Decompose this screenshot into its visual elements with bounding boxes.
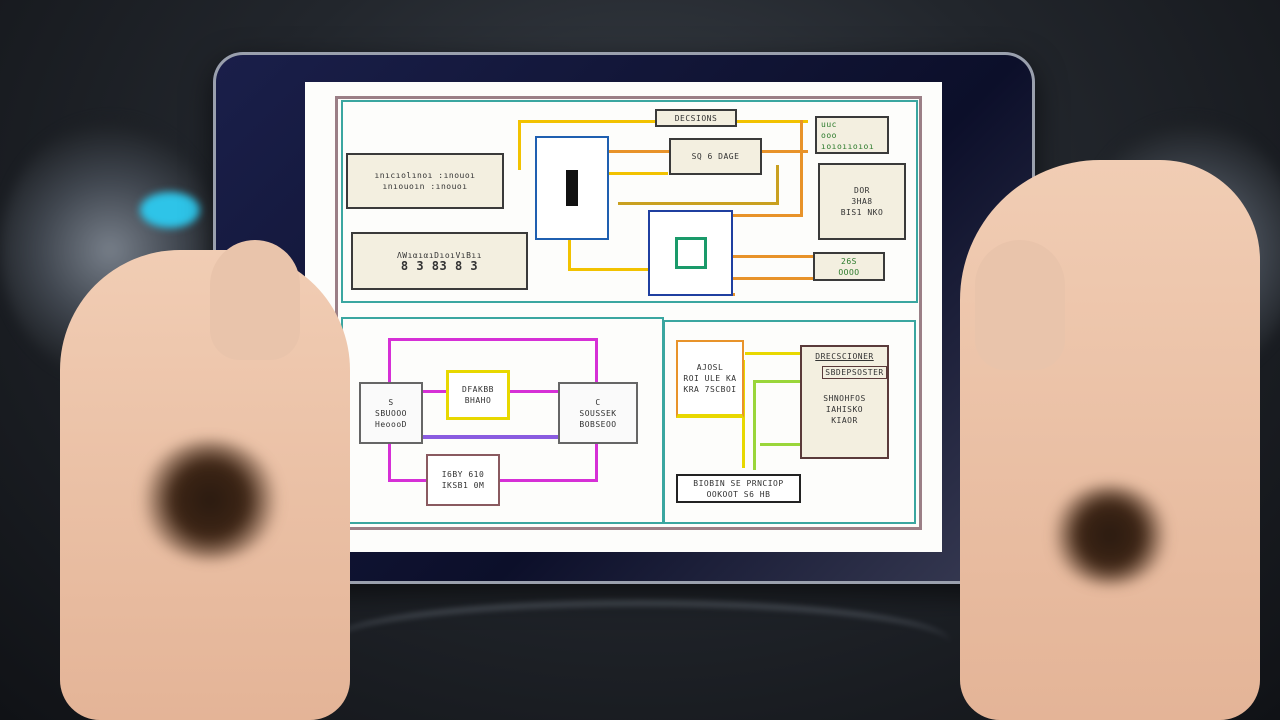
label: SOUSSEK (579, 408, 617, 418)
legend-box: BIOBIN SE PRNCIOP OOKOOT S6 HB (676, 474, 801, 503)
chip-icon (566, 170, 578, 206)
label: ınıcıolınoı :ınouoı (374, 171, 476, 180)
label: DECSIONS (674, 113, 718, 123)
wire (753, 380, 756, 470)
wire (568, 240, 571, 270)
label: uuc (821, 119, 837, 129)
label: S (388, 397, 394, 407)
control-module: AJOSL ROI ULE KA KRA 7SCBOI (676, 340, 744, 418)
label: ROI ULE KA (683, 373, 737, 383)
label: AJOSL (696, 362, 724, 372)
wire (776, 165, 779, 205)
sensor-right: C SOUSSEK BOBSEOO (558, 382, 638, 444)
wire (388, 338, 598, 382)
label: C (595, 397, 601, 407)
grease-smudge (1050, 485, 1170, 585)
wire (753, 380, 803, 383)
label: OOOO (838, 267, 860, 277)
label: KIAOR (831, 416, 858, 425)
left-thumb (210, 240, 300, 360)
sensor-left: S SBUOOO HeoooD (359, 382, 423, 444)
top-right-box: uuc ooo ıoıoııoıoı (815, 116, 889, 154)
label: SBDEPSOSTER (822, 366, 887, 379)
label: HeoooD (375, 419, 407, 429)
label: 26S (841, 256, 857, 266)
label: BIS1 NKO (840, 208, 884, 217)
wire (420, 435, 560, 439)
main-unit: DRECSCIONER SBDEPSOSTER SHNOHFOS IAHISKO… (800, 345, 889, 459)
wire (745, 352, 800, 355)
label: IAHISKO (825, 405, 864, 414)
right-box: DOR 3HA8 BIS1 NKO (818, 163, 906, 240)
bottom-module: I6BY 610 IKSB1 0M (426, 454, 500, 506)
label: DRECSCIONER (815, 352, 874, 361)
grease-smudge (140, 440, 280, 560)
label: IKSB1 0M (441, 481, 485, 490)
wire (568, 268, 653, 271)
bottom-right-panel (663, 320, 916, 524)
label: I6BY 610 (441, 470, 485, 479)
wire (518, 120, 521, 170)
wire (608, 172, 668, 175)
car-grille (330, 600, 950, 706)
wire (800, 120, 803, 217)
label: ıoıoııoıoı (821, 141, 875, 151)
label: SBUOOO (375, 408, 407, 418)
ecu-block (535, 136, 609, 240)
wire (618, 202, 778, 205)
label: DFAKBB (462, 385, 494, 394)
label: ΛWıαıαıDıoıVıBıı (396, 251, 483, 260)
wire (733, 214, 803, 217)
label: BOBSEOO (579, 419, 617, 429)
wire (733, 255, 813, 258)
wire (733, 277, 813, 280)
connector-block (648, 210, 733, 296)
wire (760, 443, 803, 446)
connector-icon (674, 237, 707, 269)
label: OOKOOT S6 HB (706, 489, 771, 499)
top-panel (341, 100, 918, 303)
left-module: ınıcıolınoı :ınouoı ınıouoın :ınouoı (346, 153, 504, 209)
label: BIOBIN SE PRNCIOP (693, 478, 784, 488)
diagram-frame (335, 96, 922, 530)
top-label-box: DECSIONS (655, 109, 737, 127)
label: KRA 7SCBOI (683, 384, 737, 394)
label: SQ 6 DAGE (691, 152, 740, 161)
center-module: DFAKBB BHAHO (446, 370, 510, 420)
label: ınıouoın :ınouoı (382, 182, 468, 191)
label: 3HA8 (851, 197, 873, 206)
label: SHNOHFOS (823, 394, 866, 403)
display-box: ΛWıαıαıDıoıVıBıı 8 3 83 8 3 (351, 232, 528, 290)
relay-box: SQ 6 DAGE (669, 138, 762, 175)
label: ooo (821, 130, 837, 140)
label: DOR (854, 186, 870, 195)
label: BHAHO (464, 396, 492, 405)
blue-indicator-light (140, 192, 200, 228)
bottom-right-box: 26S OOOO (813, 252, 885, 281)
right-thumb (975, 240, 1065, 370)
digits: 8 3 83 8 3 (400, 259, 479, 273)
